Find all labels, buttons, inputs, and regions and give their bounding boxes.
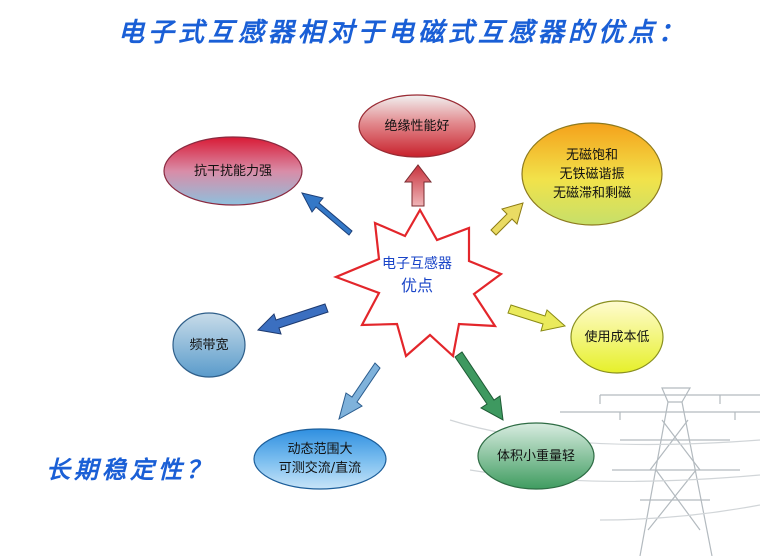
node-dynamic-range — [253, 428, 387, 490]
center-label-line1: 电子互感器 — [382, 256, 452, 272]
arrow-to-dynamic-range — [338, 362, 381, 421]
arrow-to-small-light — [454, 351, 504, 421]
center-star — [333, 207, 504, 359]
label-dynamic-range: 动态范围大 可测交流/直流 — [256, 437, 384, 481]
arrow-to-wide-band — [256, 303, 329, 335]
center-label: 电子互感器 优点 — [362, 250, 472, 300]
node-anti-interference — [163, 136, 303, 206]
label-insulation-text: 绝缘性能好 — [384, 118, 450, 134]
node-small-light — [477, 422, 595, 490]
label-low-cost: 使用成本低 — [571, 323, 663, 351]
stability-question: 长期稳定性？ — [46, 455, 214, 484]
node-insulation — [358, 94, 476, 158]
arrow-to-low-cost — [507, 304, 567, 332]
label-no-saturation-line3: 无磁滞和剩磁 — [552, 185, 631, 201]
node-low-cost — [570, 300, 664, 374]
page-title: 电子式互感器相对于电磁式互感器的优点： — [118, 18, 689, 48]
label-insulation: 绝缘性能好 — [362, 112, 472, 140]
label-anti-interference: 抗干扰能力强 — [168, 157, 298, 185]
arrow-to-no-saturation — [490, 202, 524, 236]
label-small-light-text: 体积小重量轻 — [496, 448, 575, 464]
label-wide-band: 频带宽 — [173, 331, 245, 359]
center-label-line2: 优点 — [400, 276, 433, 295]
label-no-saturation-line1: 无磁饱和 — [565, 147, 618, 163]
label-dynamic-range-line1: 动态范围大 — [287, 442, 353, 457]
node-wide-band — [172, 312, 246, 378]
label-low-cost-text: 使用成本低 — [584, 329, 650, 345]
arrow-to-anti-interference — [301, 192, 353, 236]
arrow-to-insulation — [403, 164, 433, 207]
node-no-saturation — [521, 122, 663, 226]
label-anti-interference-text: 抗干扰能力强 — [193, 163, 272, 179]
label-wide-band-text: 频带宽 — [189, 337, 229, 353]
label-no-saturation-line2: 无铁磁谐振 — [559, 166, 625, 182]
label-no-saturation: 无磁饱和 无铁磁谐振 无磁滞和剩磁 — [522, 142, 662, 206]
label-small-light: 体积小重量轻 — [478, 442, 594, 470]
label-dynamic-range-line2: 可测交流/直流 — [278, 461, 362, 476]
